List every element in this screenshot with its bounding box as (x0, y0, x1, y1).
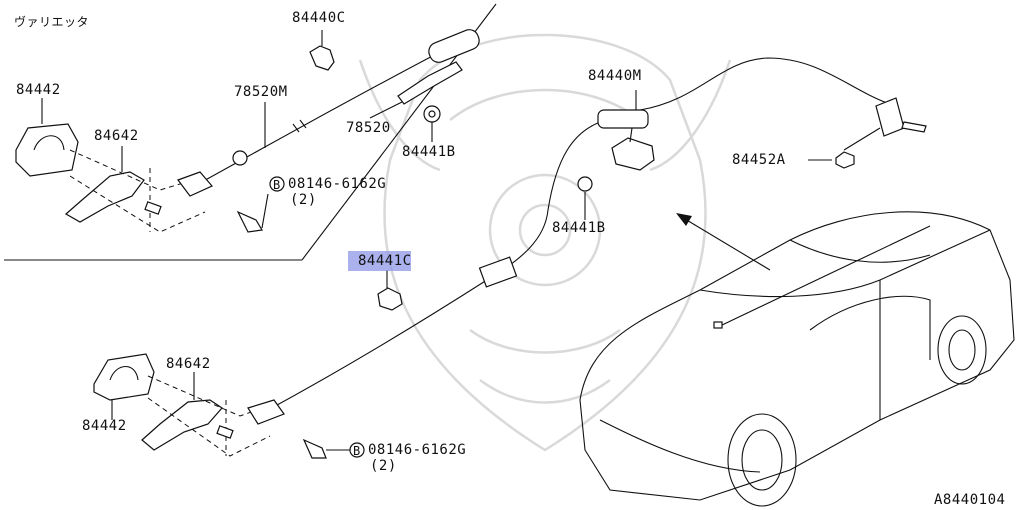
label-main-84452a[interactable]: 84452A (732, 152, 786, 168)
label-inset-78520[interactable]: 78520 (346, 120, 391, 136)
inset-bolt-marker-circle (269, 176, 285, 192)
inset-bolt-marker: B (273, 178, 281, 192)
label-main-84441b[interactable]: 84441B (552, 220, 606, 236)
main-cable (267, 119, 607, 411)
main-bolt-marker: B (353, 444, 361, 458)
main-cable-upper (639, 57, 891, 111)
diagram-code: A8440104 (934, 492, 1006, 508)
inset-bolt (236, 210, 263, 233)
direction-arrow (676, 213, 771, 271)
main-bolt-84452a (835, 151, 855, 169)
inset-grommet-78520m (232, 150, 248, 166)
label-main-bolt-qty: (2) (370, 458, 397, 474)
label-inset-84642[interactable]: 84642 (94, 128, 139, 144)
inset-cable-end (428, 29, 480, 63)
main-bolt (302, 438, 327, 459)
main-clip-84441c (377, 287, 403, 311)
label-inset-bolt-qty: (2) (290, 192, 317, 208)
label-main-bolt-code[interactable]: 08146-6162G (368, 442, 467, 458)
label-main-84440m[interactable]: 84440M (588, 68, 642, 84)
inset-bezel-84442 (15, 123, 79, 177)
main-lever (247, 399, 285, 425)
car-illustration (579, 211, 1015, 507)
selected-part-highlight (348, 251, 411, 271)
main-bezel-84442 (93, 353, 155, 401)
label-inset-84441b[interactable]: 84441B (402, 144, 456, 160)
label-inset-bolt-code[interactable]: 08146-6162G (288, 176, 387, 192)
main-latch (875, 97, 905, 137)
label-inset-84440c[interactable]: 84440C (292, 10, 346, 26)
main-bolt-marker-circle (349, 442, 365, 458)
main-grommet-84441b (577, 176, 593, 192)
main-handle-84642 (141, 399, 223, 451)
main-cable-sleeve (597, 109, 649, 129)
inset-clip-84440c (309, 45, 335, 71)
label-main-84642[interactable]: 84642 (166, 356, 211, 372)
main-bracket-84440m (611, 137, 655, 171)
label-inset-84442[interactable]: 84442 (16, 82, 61, 98)
inset-cable-break (292, 119, 307, 133)
variant-label: ヴァリエッタ (14, 15, 90, 29)
label-main-84442[interactable]: 84442 (82, 418, 127, 434)
inset-cable (199, 51, 441, 184)
main-cable-end-pad (478, 256, 518, 288)
inset-bracket-78520 (397, 61, 463, 105)
inset-handle-84642 (64, 171, 145, 223)
inset-lever (177, 171, 213, 197)
label-main-84441c[interactable]: 84441C (358, 253, 412, 269)
label-inset-78520m[interactable]: 78520M (234, 84, 288, 100)
